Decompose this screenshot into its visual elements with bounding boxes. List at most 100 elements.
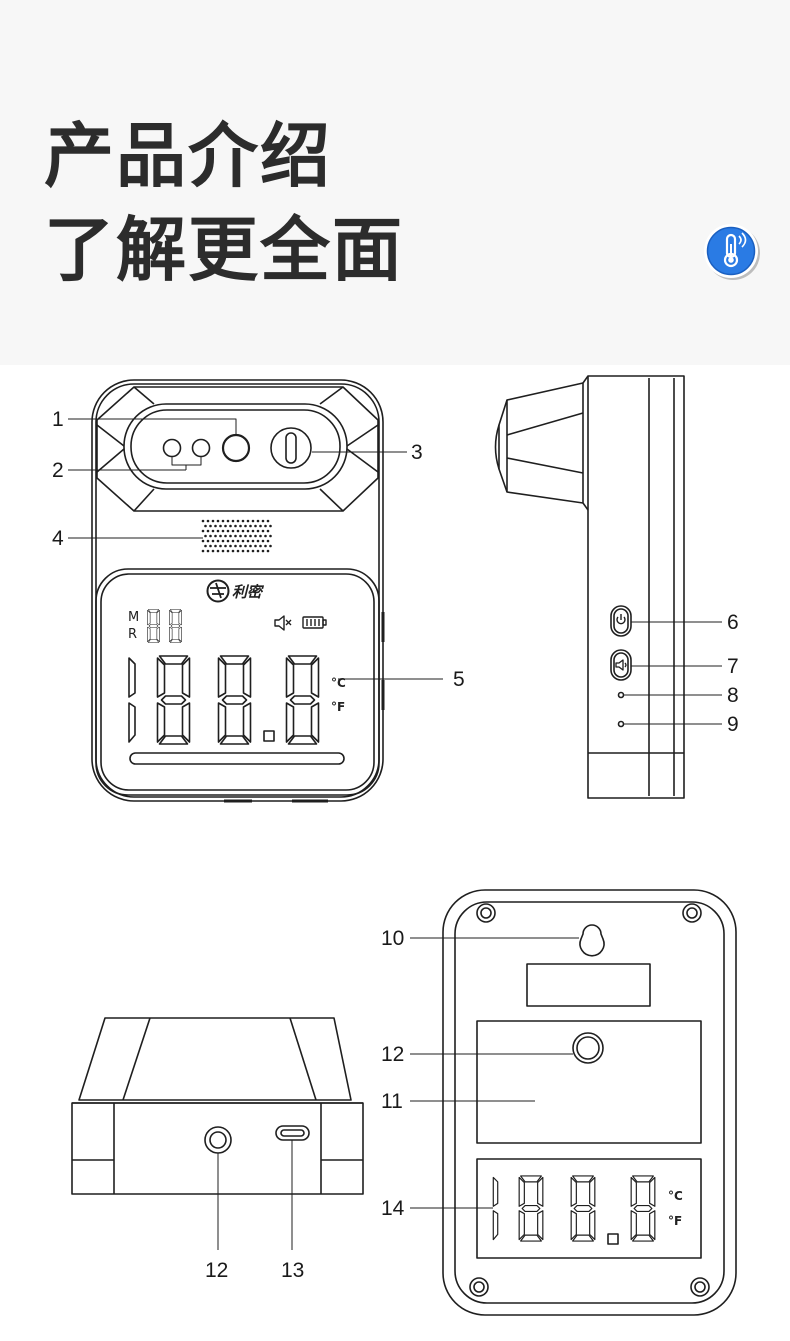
- speaker-grille-dot: [231, 529, 235, 533]
- callout-label-7: 7: [727, 655, 739, 678]
- back-label-area: [526, 963, 651, 1007]
- power-icon: [616, 614, 626, 625]
- speaker-grille-dot: [239, 534, 242, 538]
- speaker-grille-dot: [206, 519, 210, 523]
- speaker-grille-dot: [221, 519, 225, 523]
- ir-sensor-left: [162, 438, 182, 458]
- back-screw-bottom-right: [690, 1277, 710, 1297]
- memory-digit-1: [147, 609, 160, 643]
- speaker-grille-dot: [266, 519, 270, 523]
- speaker-grille-dot: [226, 539, 230, 543]
- callout-label-5: 5: [453, 668, 465, 691]
- speaker-grille-dot: [216, 529, 220, 533]
- speaker-grille-dot: [266, 529, 270, 533]
- speaker-grille-dot: [211, 529, 215, 533]
- callout-label-11: 11: [381, 1090, 403, 1113]
- battery-cover: [476, 1020, 702, 1144]
- speaker-grille-dot: [219, 524, 222, 528]
- speaker-grille-dot: [244, 544, 247, 548]
- speaker-grille-dot: [256, 539, 260, 543]
- front-unit-fahrenheit: °F: [331, 700, 345, 714]
- side-power-button[interactable]: [610, 605, 632, 637]
- speaker-grille-dot: [219, 544, 222, 548]
- speaker-grille-dot: [256, 549, 260, 553]
- speaker-grille-dot: [251, 549, 255, 553]
- front-display-outer: [95, 568, 380, 796]
- speaker-grille-dot: [206, 529, 210, 533]
- speaker-grille-dot: [226, 549, 230, 553]
- bottom-sensor-head: [78, 1017, 352, 1101]
- speaker-grille-dot: [231, 539, 235, 543]
- proximity-sensor-slot: [285, 432, 297, 464]
- speaker-grille-dot: [249, 524, 252, 528]
- speaker-grille-dot: [211, 549, 215, 553]
- speaker-grille-dot: [249, 534, 252, 538]
- speaker-grille-dot: [259, 524, 262, 528]
- callout-label-12-bottom: 12: [205, 1259, 228, 1282]
- speaker-grille-dot: [241, 529, 245, 533]
- temperature-probe: [221, 433, 251, 463]
- callout-label-14: 14: [381, 1197, 405, 1220]
- speaker-grille-dot: [209, 544, 212, 548]
- speaker-grille-dot: [234, 544, 237, 548]
- speaker-grille-dot: [221, 549, 225, 553]
- speaker-grille-dot: [216, 549, 220, 553]
- speaker-grille-dot: [254, 534, 257, 538]
- speaker-grille-dot: [241, 519, 245, 523]
- ir-sensor-right: [191, 438, 211, 458]
- speaker-grille-dot: [241, 539, 245, 543]
- speaker-grille-dot: [224, 544, 227, 548]
- speaker-grille-dot: [216, 539, 220, 543]
- callout-label-10: 10: [381, 927, 404, 950]
- thermometer-badge-icon: [704, 224, 760, 280]
- speaker-grille-dot: [211, 539, 215, 543]
- speaker-grille-dot: [269, 534, 272, 538]
- speaker-grille-dot: [214, 544, 217, 548]
- speaker-grille-dot: [231, 519, 235, 523]
- callout-label-13: 13: [281, 1259, 304, 1282]
- speaker-grille-dot: [209, 524, 212, 528]
- front-digit-one: [128, 657, 136, 743]
- side-indicator-hole-8: [617, 691, 625, 699]
- front-unit-celsius: °C: [331, 676, 346, 690]
- front-display-inner: [100, 573, 375, 791]
- speaker-grille-dot: [206, 549, 210, 553]
- speaker-grille-dot: [221, 529, 225, 533]
- front-digit-4: [285, 655, 320, 745]
- speaker-grille-dot: [236, 539, 240, 543]
- speaker-grille-dot: [256, 529, 260, 533]
- side-body: [587, 375, 685, 799]
- bottom-mount-hole-outer: [204, 1126, 232, 1154]
- sensor-window-outer: [123, 403, 348, 490]
- speaker-grille-dot: [201, 519, 205, 523]
- speaker-grille-dot: [266, 539, 270, 543]
- back-unit-fahrenheit: °F: [668, 1214, 682, 1228]
- side-indicator-hole-9: [617, 720, 625, 728]
- back-decimal-point: [607, 1233, 619, 1245]
- callout-label-1: 1: [52, 408, 64, 431]
- callout-line-1: [68, 418, 237, 435]
- speaker-grille-dot: [229, 534, 232, 538]
- speaker-grille-dot: [224, 524, 227, 528]
- speaker-grille-dot: [226, 519, 230, 523]
- callouts: [68, 418, 722, 1250]
- speaker-grille-dot: [201, 549, 205, 553]
- back-screw-bottom-left: [469, 1277, 489, 1297]
- speaker-grille-dot: [236, 519, 240, 523]
- back-body-inner: [454, 901, 725, 1304]
- brand-name: 利密: [232, 583, 265, 601]
- speaker-mute-icon: [274, 615, 292, 631]
- back-mount-hole-inner: [576, 1036, 600, 1060]
- front-display-bar: [129, 752, 345, 765]
- front-view: 利密 M R °C °F: [91, 379, 385, 803]
- speaker-grille-dot: [251, 539, 255, 543]
- speaker-grille-dot: [206, 539, 210, 543]
- back-digit-one: [492, 1176, 499, 1241]
- speaker-grille-dot: [261, 539, 265, 543]
- mode-letter-m: M: [128, 610, 139, 625]
- speaker-grille-dot: [241, 549, 245, 553]
- front-body-inner: [95, 383, 380, 798]
- speaker-grille-dot: [254, 544, 257, 548]
- speaker-grille-dot: [251, 529, 255, 533]
- side-volume-button[interactable]: [610, 649, 632, 681]
